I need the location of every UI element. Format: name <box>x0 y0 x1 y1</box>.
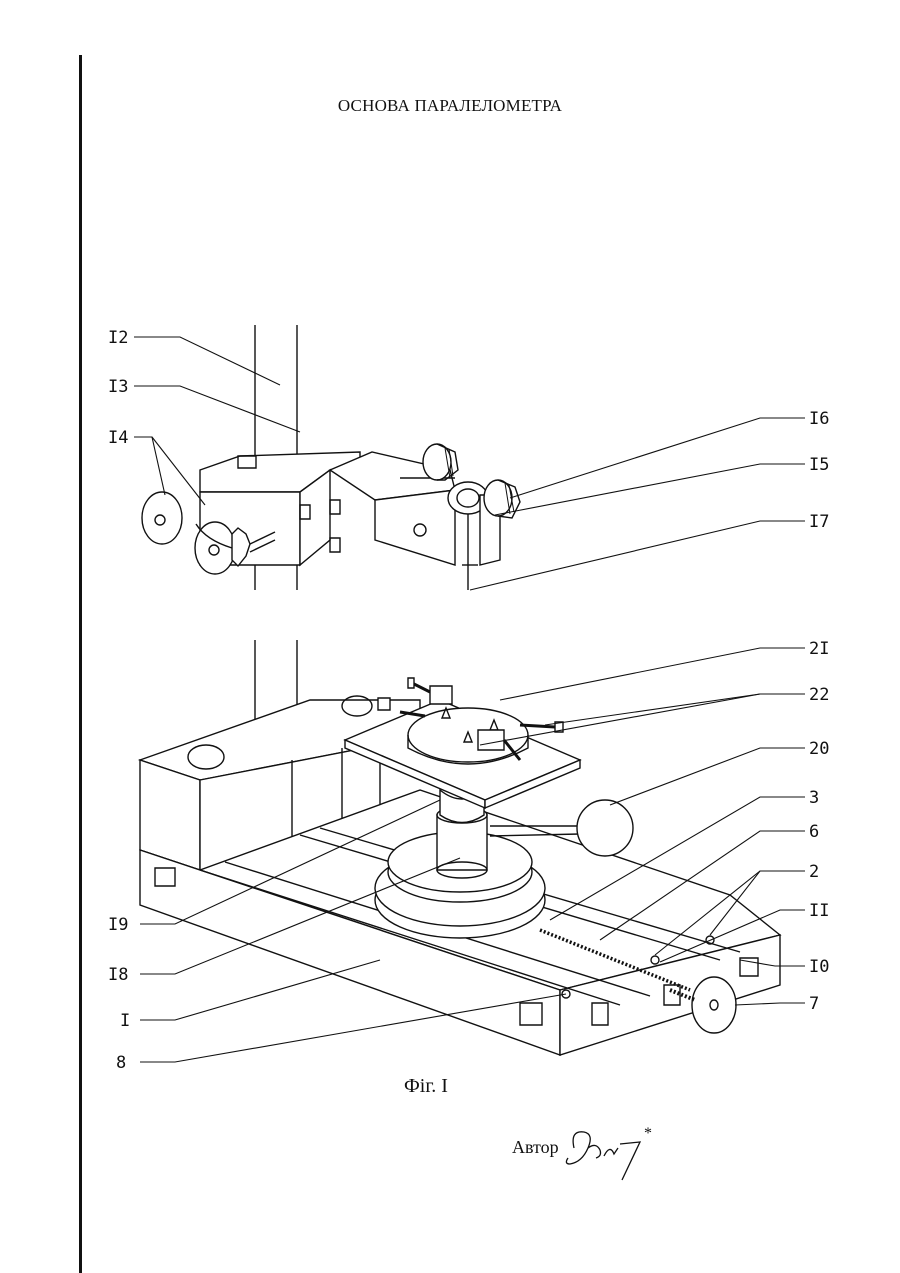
callout-1: I <box>120 1011 130 1031</box>
callout-20: 20 <box>809 739 829 759</box>
callout-14: I4 <box>108 428 128 448</box>
author-label: Автор <box>512 1137 559 1158</box>
callout-22: 22 <box>809 685 829 705</box>
signature: * <box>560 1118 660 1188</box>
signature-mark: * <box>644 1125 652 1142</box>
callout-17: I7 <box>809 512 829 532</box>
base-assembly <box>140 640 780 1055</box>
callout-6: 6 <box>809 822 819 842</box>
callout-10: I0 <box>809 957 829 977</box>
callout-12: I2 <box>108 328 128 348</box>
callout-7: 7 <box>809 994 819 1014</box>
callout-21: 2I <box>809 639 829 659</box>
callout-19: I9 <box>108 915 128 935</box>
callout-15: I5 <box>809 455 829 475</box>
callout-18: I8 <box>108 965 128 985</box>
callout-11: II <box>809 901 829 921</box>
callout-3: 3 <box>809 788 819 808</box>
column-clamp-assembly <box>142 325 520 590</box>
callout-16: I6 <box>809 409 829 429</box>
callout-2: 2 <box>809 862 819 882</box>
figure-caption: Фіг. I <box>404 1075 448 1098</box>
callout-8: 8 <box>116 1053 126 1073</box>
callout-13: I3 <box>108 377 128 397</box>
